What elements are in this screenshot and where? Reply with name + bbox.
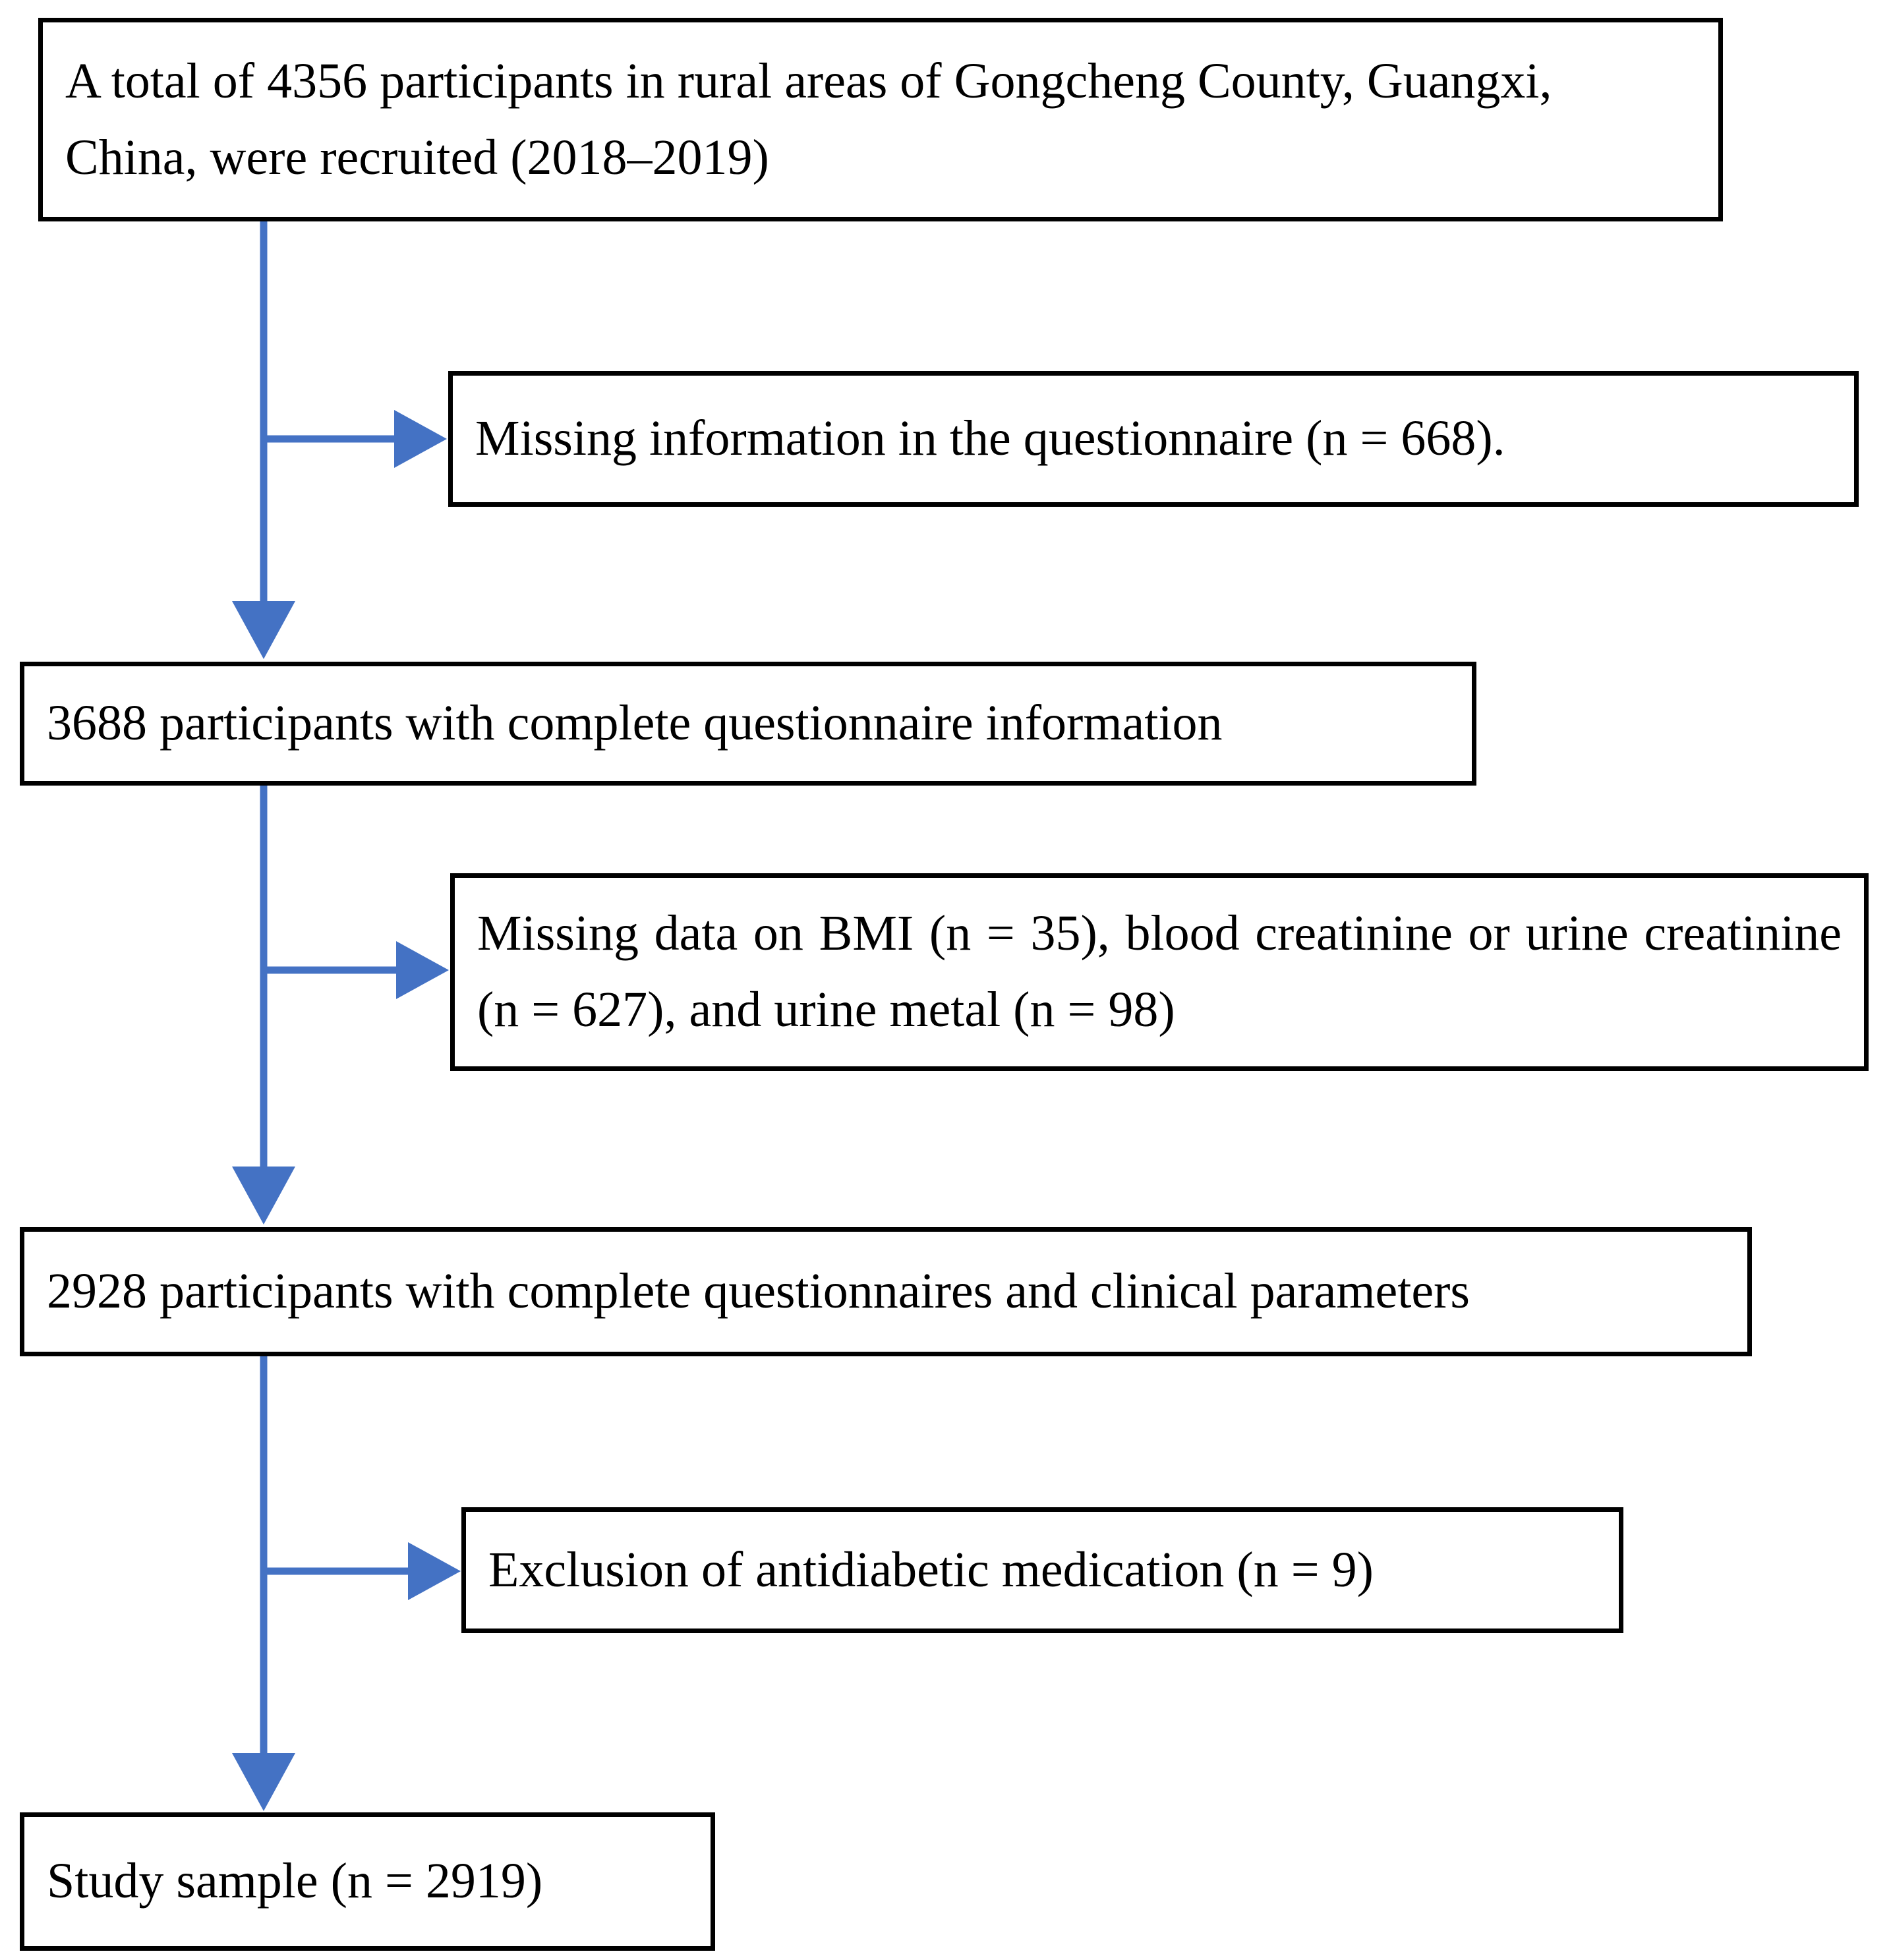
node-study-sample: Study sample (n = 2919) <box>20 1812 715 1951</box>
connector-complete-questionnaire-down <box>232 786 295 1225</box>
connector-enrolled-to-exclusion-questionnaire <box>264 410 447 468</box>
connector-enrolled-down <box>232 221 295 659</box>
node-enrolled: A total of 4356 participants in rural ar… <box>38 18 1723 221</box>
connector-complete-questionnaire-to-exclusion-clinical <box>264 941 449 999</box>
node-complete-questionnaire: 3688 participants with complete question… <box>20 662 1476 786</box>
node-complete-clinical-label: 2928 participants with complete question… <box>47 1263 1470 1319</box>
node-exclusion-questionnaire: Missing information in the questionnaire… <box>448 371 1859 507</box>
node-exclusion-questionnaire-label: Missing information in the questionnaire… <box>475 411 1505 467</box>
node-exclusion-clinical-label: Missing data on BMI (n = 35), blood crea… <box>477 906 1842 1037</box>
connector-complete-clinical-down <box>232 1356 295 1811</box>
node-exclusion-medication: Exclusion of antidiabetic medication (n … <box>461 1507 1623 1633</box>
connector-complete-clinical-to-exclusion-medication <box>264 1542 461 1600</box>
node-complete-clinical: 2928 participants with complete question… <box>20 1227 1752 1356</box>
node-complete-questionnaire-label: 3688 participants with complete question… <box>47 695 1223 751</box>
node-enrolled-label: A total of 4356 participants in rural ar… <box>65 53 1552 185</box>
node-exclusion-medication-label: Exclusion of antidiabetic medication (n … <box>488 1542 1374 1598</box>
node-exclusion-clinical: Missing data on BMI (n = 35), blood crea… <box>450 873 1869 1071</box>
node-study-sample-label: Study sample (n = 2919) <box>47 1853 543 1909</box>
